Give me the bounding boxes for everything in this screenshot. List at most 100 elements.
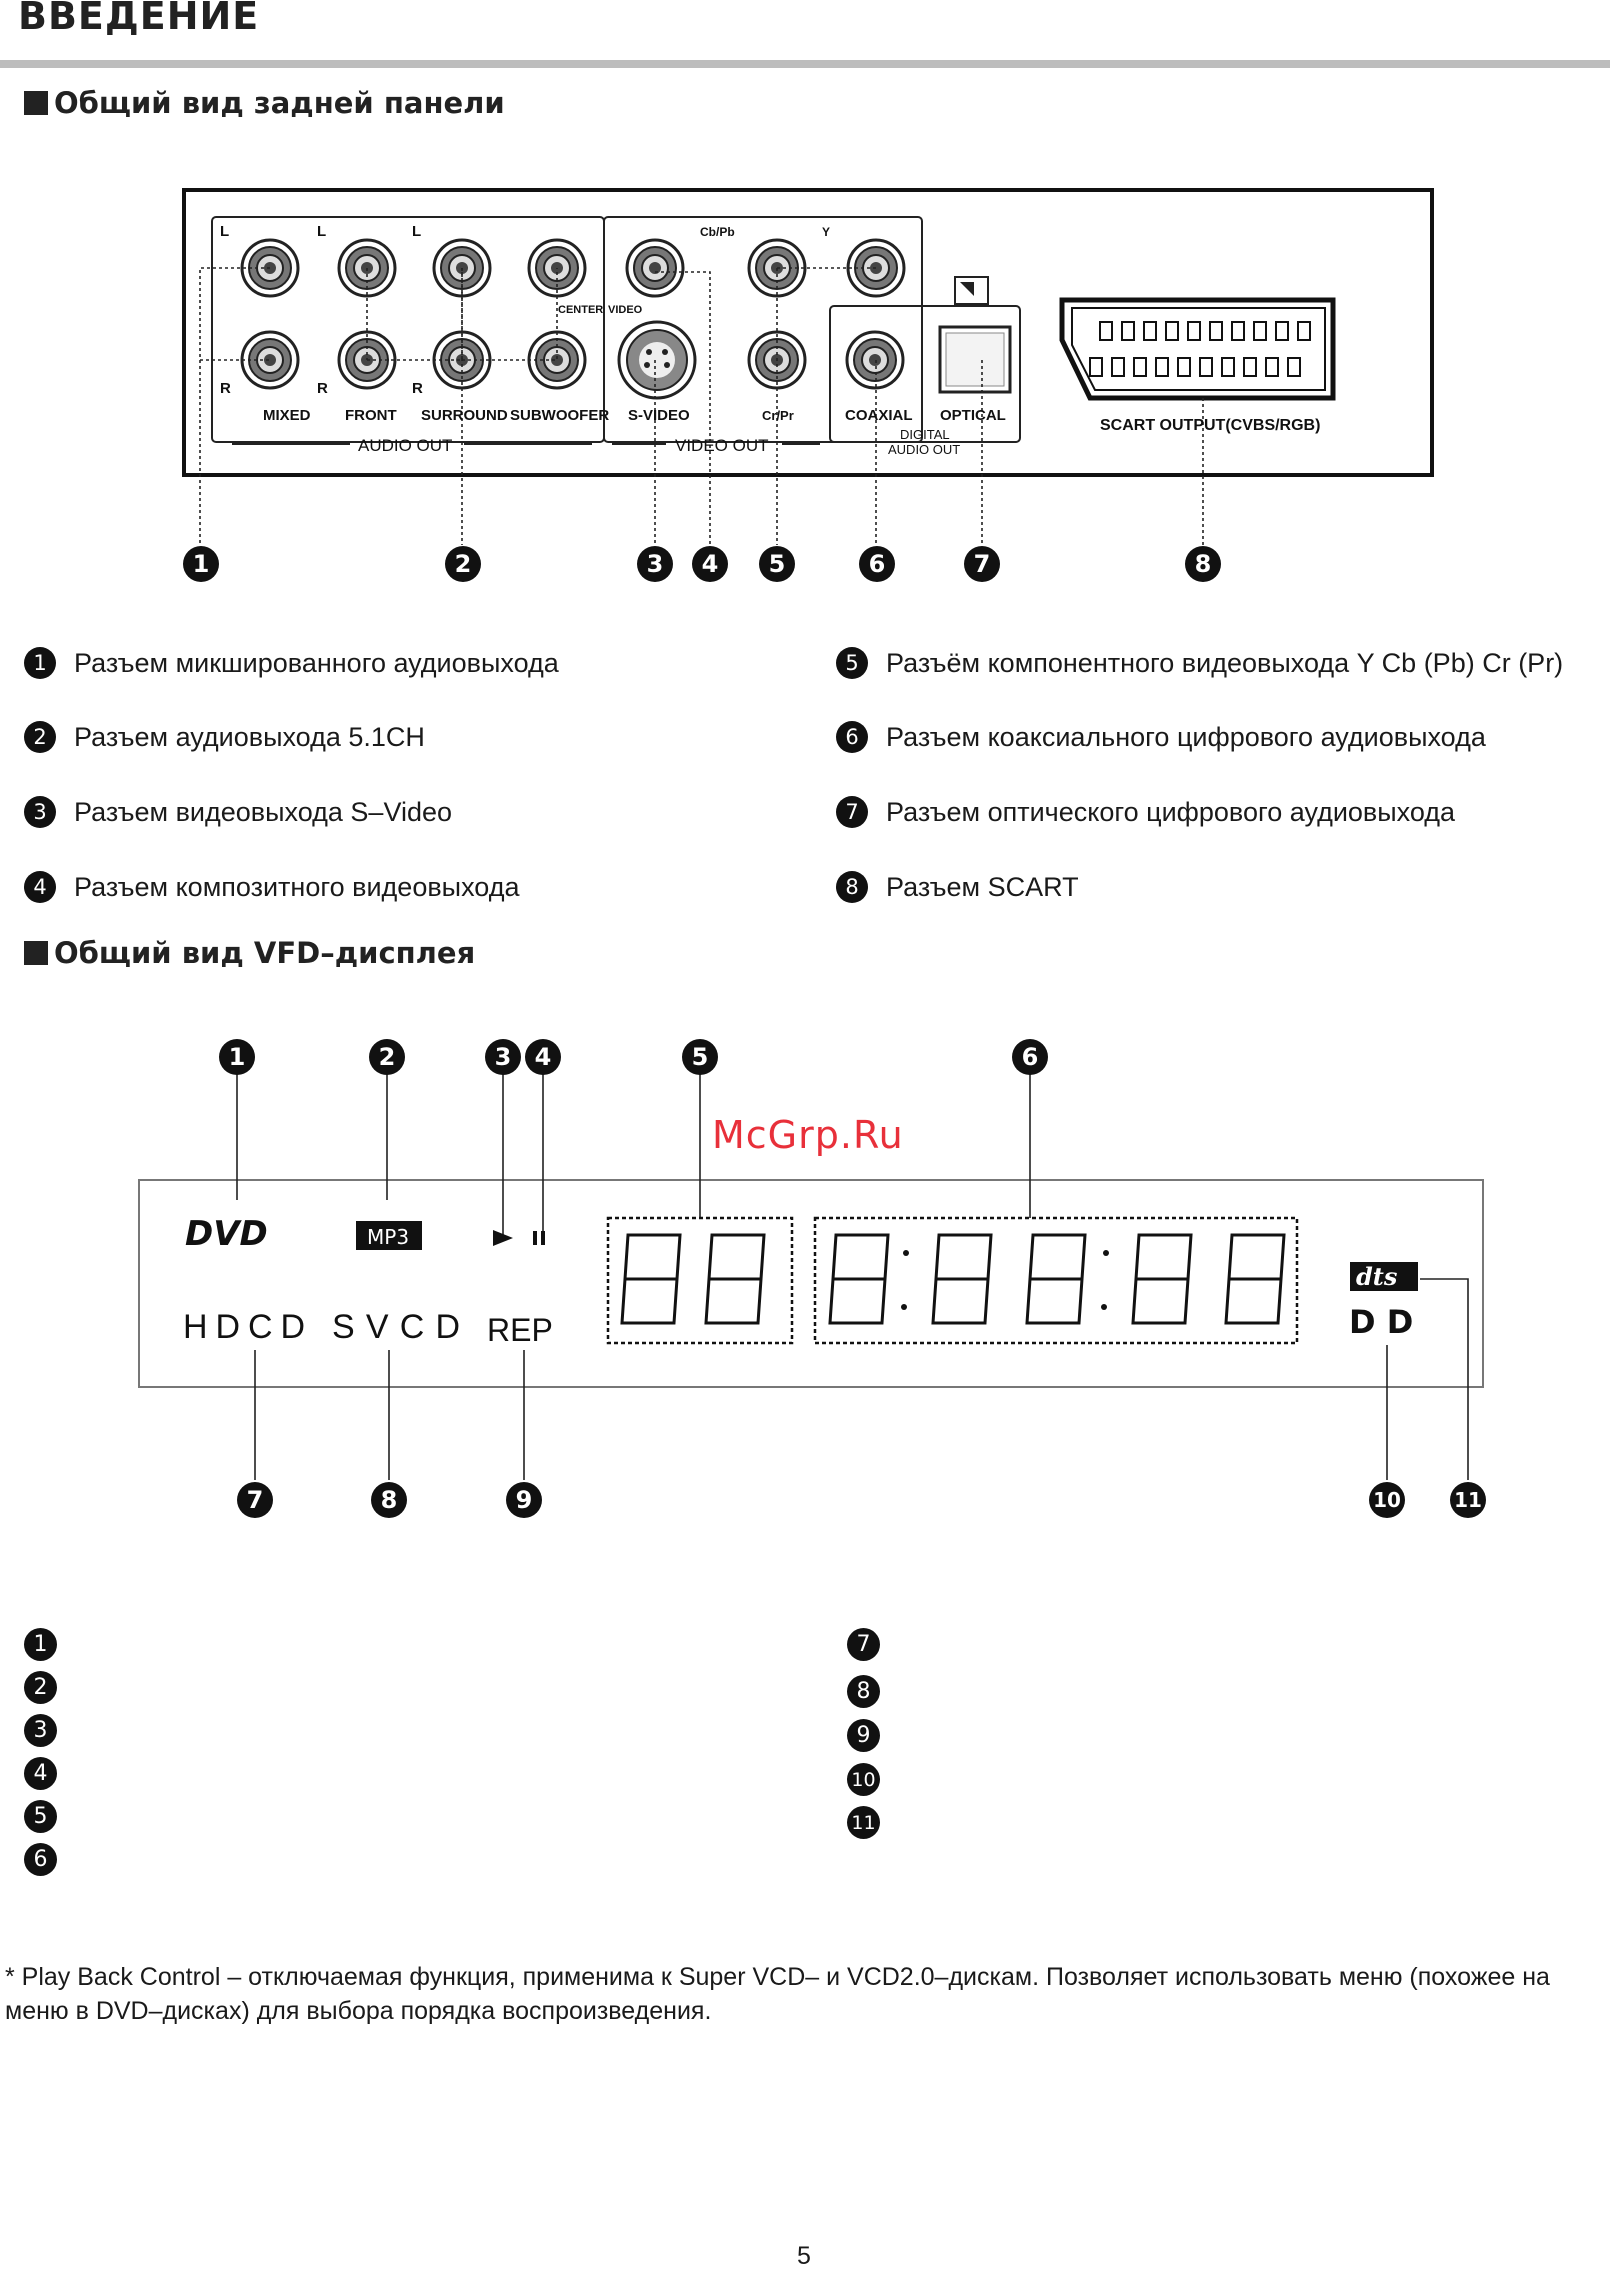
label-center: CENTER	[558, 304, 603, 316]
rear-panel-heading-text: Общий вид задней панели	[54, 86, 505, 120]
legend-item: 2 Разъем аудиовыхода 5.1CH	[24, 721, 425, 753]
label-digital: DIGITAL	[900, 427, 950, 442]
scart-pin	[1155, 357, 1169, 377]
dolby-indicator: D D	[1349, 1303, 1413, 1341]
coaxial-jack	[845, 330, 905, 390]
scart-pins	[1089, 321, 1311, 377]
legend-item: 4 Разъем композитного видеовыхода	[24, 871, 519, 903]
scart-pin	[1297, 321, 1311, 341]
scart-pin	[1111, 357, 1125, 377]
label-surround-l: L	[412, 223, 421, 240]
vfd-legend-number: 5	[24, 1800, 57, 1833]
legend-item: 8 Разъем SCART	[836, 871, 1079, 903]
vfd-callout-4: 4	[525, 1039, 561, 1075]
vfd-legend-number: 6	[24, 1843, 57, 1876]
label-optical: OPTICAL	[940, 407, 1006, 424]
square-bullet-icon	[24, 91, 48, 115]
vfd-callout-6: 6	[1012, 1039, 1048, 1075]
vfd-heading-text: Общий вид VFD–дисплея	[54, 936, 476, 970]
dts-indicator: dts	[1356, 1262, 1398, 1291]
segment-digit	[1025, 1233, 1087, 1325]
page-number: 5	[797, 2242, 811, 2270]
play-icon	[493, 1230, 513, 1246]
legend-number: 4	[24, 871, 56, 903]
legend-item: 7 Разъем оптического цифрового аудиовыхо…	[836, 796, 1455, 828]
label-coaxial: COAXIAL	[845, 407, 913, 424]
vfd-callout-5: 5	[682, 1039, 718, 1075]
callout-3: 3	[637, 546, 673, 582]
scart-pin	[1243, 357, 1257, 377]
legend-item: 6 Разъем коаксиального цифрового аудиовы…	[836, 721, 1486, 753]
legend-text: Разъем видеовыхода S–Video	[74, 796, 453, 827]
segment-digit	[828, 1233, 890, 1325]
vfd-legend-number: 7	[847, 1628, 880, 1661]
vfd-callout-7: 7	[237, 1482, 273, 1518]
footnote: * Play Back Control – отключаемая функци…	[5, 1963, 1550, 2025]
label-surround: SURROUND	[421, 407, 508, 424]
segment-digit	[1224, 1233, 1286, 1325]
legend-number: 8	[836, 871, 868, 903]
label-audio-out: AUDIO OUT	[358, 436, 452, 455]
legend-item: 3 Разъем видеовыхода S–Video	[24, 796, 452, 828]
segment-digit	[620, 1233, 682, 1325]
dvd-indicator: DVD	[185, 1214, 268, 1254]
vfd-legend-number: 2	[24, 1671, 57, 1704]
callout-4: 4	[692, 546, 728, 582]
segment-digit	[931, 1233, 993, 1325]
legend-text: Разъем коаксиального цифрового аудиовыхо…	[886, 721, 1486, 752]
label-front: FRONT	[345, 407, 397, 424]
label-surround-r: R	[412, 380, 423, 397]
scart-pin	[1177, 357, 1191, 377]
vfd-frame	[138, 1179, 1484, 1388]
seven-segment-digits	[620, 1233, 1286, 1325]
callout-2: 2	[445, 546, 481, 582]
scart-pin	[1133, 357, 1147, 377]
vfd-legend-number: 11	[847, 1806, 880, 1839]
scart-pin	[1121, 321, 1135, 341]
video-jack	[625, 238, 685, 298]
label-s-video: S-VIDEO	[628, 407, 690, 424]
rear-panel-heading: Общий вид задней панели	[24, 86, 505, 120]
vfd-legend-number: 9	[847, 1719, 880, 1752]
mp3-badge	[356, 1221, 422, 1250]
vfd-callout-8: 8	[371, 1482, 407, 1518]
vfd-legend-number: 10	[847, 1763, 880, 1796]
vfd-callout-10: 10	[1369, 1482, 1405, 1518]
label-cb-pb: Cb/Pb	[700, 225, 735, 239]
scart-pin	[1089, 357, 1103, 377]
track-segment-box	[606, 1216, 794, 1345]
vfd-callout-11: 11	[1450, 1482, 1486, 1518]
scart-pin	[1099, 321, 1113, 341]
legend-number: 1	[24, 647, 56, 679]
vfd-callout-3: 3	[485, 1039, 521, 1075]
legend-number: 7	[836, 796, 868, 828]
rep-indicator: REP	[487, 1312, 553, 1348]
mp3-indicator: MP3	[367, 1225, 409, 1249]
s-video-jack	[617, 320, 697, 400]
scart-pin	[1275, 321, 1289, 341]
square-bullet-icon	[24, 941, 48, 965]
label-y: Y	[822, 225, 830, 239]
scart-pin	[1287, 357, 1301, 377]
label-mixed-l: L	[220, 223, 229, 240]
rear-panel-diagram: L L L R R R Cb/Pb Y CENTER VIDEO Cr/Pr M…	[182, 188, 1434, 545]
label-subwoofer: SUBWOOFER	[510, 407, 609, 424]
label-mixed: MIXED	[263, 407, 311, 424]
label-cr-pr: Cr/Pr	[762, 408, 794, 423]
vfd-legend-number: 3	[24, 1714, 57, 1747]
header-rule	[0, 60, 1610, 68]
scart-pin	[1199, 357, 1213, 377]
legend-text: Разъем аудиовыхода 5.1CH	[74, 721, 425, 752]
scart-pin	[1209, 321, 1223, 341]
scart-pin	[1231, 321, 1245, 341]
scart-pin	[1253, 321, 1267, 341]
legend-text: Разъем SCART	[886, 871, 1079, 902]
legend-text: Разъём компонентного видеовыхода Y Cb (P…	[886, 647, 1564, 678]
vfd-heading: Общий вид VFD–дисплея	[24, 936, 475, 970]
legend-item: 1 Разъем микшированного аудиовыхода	[24, 647, 559, 679]
label-video-out: VIDEO OUT	[675, 436, 769, 455]
scart-pin	[1143, 321, 1157, 341]
label-front-l: L	[317, 223, 326, 240]
legend-text: Разъем композитного видеовыхода	[74, 871, 520, 902]
legend-number: 6	[836, 721, 868, 753]
